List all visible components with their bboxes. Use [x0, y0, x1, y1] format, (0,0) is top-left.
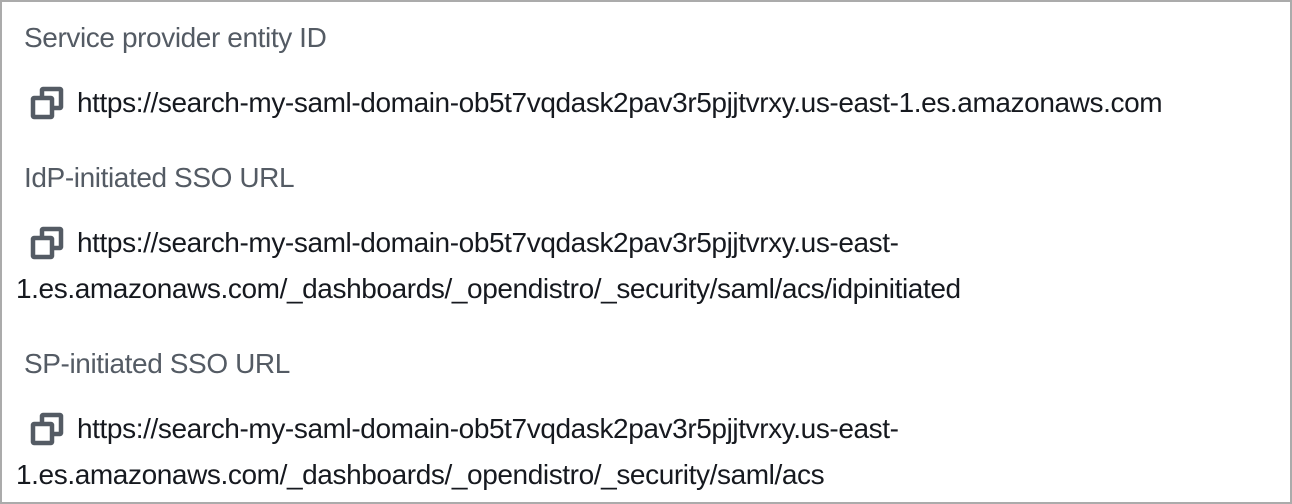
copy-row: https://search-my-saml-domain-ob5t7vqdas… [16, 220, 1276, 312]
url-text: https://search-my-saml-domain-ob5t7vqdas… [77, 87, 1163, 118]
copy-icon [30, 412, 64, 446]
url-text-wrapped: 1.es.amazonaws.com/_dashboards/_opendist… [16, 459, 825, 490]
field-service-provider-entity-id: Service provider entity ID https://searc… [16, 22, 1276, 126]
url-text-wrapped: 1.es.amazonaws.com/_dashboards/_opendist… [16, 273, 961, 304]
field-label: SP-initiated SSO URL [24, 348, 290, 379]
copy-button[interactable] [30, 86, 64, 120]
url-text: https://search-my-saml-domain-ob5t7vqdas… [77, 413, 899, 444]
copy-line: https://search-my-saml-domain-ob5t7vqdas… [16, 220, 1276, 266]
copy-button[interactable] [30, 412, 64, 446]
copy-line: https://search-my-saml-domain-ob5t7vqdas… [16, 406, 1276, 452]
copy-row: https://search-my-saml-domain-ob5t7vqdas… [16, 406, 1276, 498]
field-label: IdP-initiated SSO URL [24, 162, 295, 193]
url-text: https://search-my-saml-domain-ob5t7vqdas… [77, 227, 899, 258]
copy-button[interactable] [30, 226, 64, 260]
copy-icon [30, 226, 64, 260]
copy-row: https://search-my-saml-domain-ob5t7vqdas… [16, 80, 1276, 126]
copy-line: https://search-my-saml-domain-ob5t7vqdas… [16, 80, 1276, 126]
field-sp-initiated-sso-url: SP-initiated SSO URL https://search-my-s… [16, 348, 1276, 498]
copy-icon [30, 86, 64, 120]
field-idp-initiated-sso-url: IdP-initiated SSO URL https://search-my-… [16, 162, 1276, 312]
field-label: Service provider entity ID [24, 22, 327, 53]
